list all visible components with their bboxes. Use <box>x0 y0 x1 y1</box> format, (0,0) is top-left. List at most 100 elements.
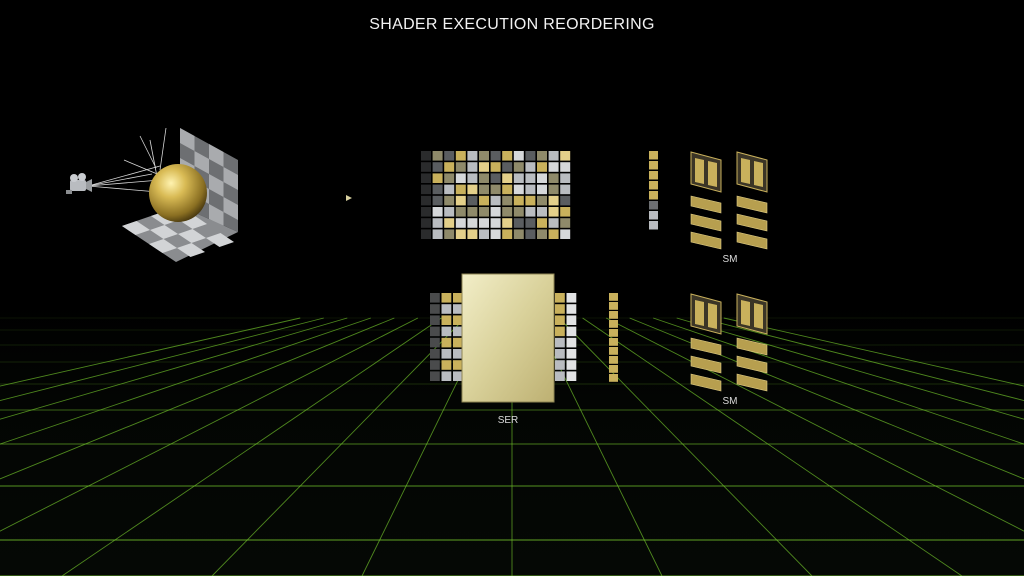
grid-line <box>653 317 1024 445</box>
thread-cell <box>455 218 466 228</box>
thread-cell <box>453 337 463 348</box>
thread-cell <box>609 347 618 355</box>
grid-line <box>582 317 963 576</box>
thread-cell <box>555 293 565 303</box>
thread-cell <box>421 207 431 217</box>
thread-cell <box>502 207 513 217</box>
sm-core <box>695 158 704 184</box>
thread-cell <box>441 360 452 370</box>
thread-cell <box>525 218 536 228</box>
thread-cell <box>479 151 489 161</box>
thread-cell <box>432 229 443 239</box>
thread-cell <box>467 229 478 239</box>
sphere-icon <box>149 164 207 222</box>
thread-cell <box>444 207 455 217</box>
thread-cell <box>555 360 565 370</box>
thread-cell <box>467 151 478 161</box>
thread-cell <box>560 207 571 217</box>
thread-cell <box>513 195 524 206</box>
sm-plate <box>690 355 722 374</box>
thread-cell <box>537 162 547 172</box>
thread-cell <box>555 349 565 359</box>
thread-cell <box>432 151 443 161</box>
thread-cell <box>432 173 443 183</box>
thread-cell <box>566 337 577 348</box>
floor-tile <box>149 239 177 253</box>
grid-line <box>0 317 419 532</box>
thread-cell <box>467 207 478 217</box>
thread-cell <box>479 229 489 239</box>
thread-cell <box>555 337 565 348</box>
grid-line <box>0 317 348 420</box>
sm-core <box>741 300 750 326</box>
wall-tile <box>223 197 238 220</box>
thread-cell <box>455 162 466 172</box>
thread-cell <box>513 184 524 195</box>
unordered-threads-grid <box>421 151 571 239</box>
thread-cell <box>479 184 489 195</box>
thread-cell <box>421 151 431 161</box>
thread-cell <box>560 184 571 195</box>
thread-cell <box>430 315 440 325</box>
thread-cell <box>490 162 501 172</box>
thread-cell <box>502 218 513 228</box>
thread-cell <box>430 349 440 359</box>
ser-block <box>461 273 555 403</box>
thread-cell <box>421 162 431 172</box>
thread-cell <box>421 229 431 239</box>
sm-core <box>754 161 763 187</box>
thread-cell <box>490 218 501 228</box>
sm-group-top <box>690 151 768 250</box>
thread-cell <box>455 173 466 183</box>
sm-plate <box>690 195 722 214</box>
sm-plate <box>690 373 722 392</box>
thread-cell <box>490 229 501 239</box>
thread-cell <box>649 151 658 160</box>
thread-cell <box>444 162 455 172</box>
thread-cell <box>430 360 440 370</box>
wall-tile <box>209 204 224 227</box>
thread-cell <box>566 293 577 303</box>
sm-core <box>754 303 763 329</box>
thread-cell <box>453 349 463 359</box>
sm-core <box>741 158 750 184</box>
thread-cell <box>455 207 466 217</box>
thread-cell <box>649 171 658 180</box>
thread-cell <box>548 184 559 195</box>
thread-cell <box>560 151 571 161</box>
slide-title: SHADER EXECUTION REORDERING <box>369 16 655 33</box>
thread-cell <box>455 229 466 239</box>
grid-line <box>0 317 395 480</box>
thread-cell <box>649 161 658 170</box>
thread-cell <box>555 315 565 325</box>
thread-cell <box>537 218 547 228</box>
thread-cell <box>513 151 524 161</box>
thread-cell <box>513 173 524 183</box>
thread-cell <box>430 337 440 348</box>
thread-cell <box>513 218 524 228</box>
thread-cell <box>441 293 452 303</box>
thread-cell <box>502 195 513 206</box>
thread-cell <box>566 371 577 381</box>
thread-cell <box>566 349 577 359</box>
bottom-thread-column <box>609 293 618 382</box>
sm-core <box>695 300 704 326</box>
wall-tile <box>194 151 209 174</box>
thread-cell <box>441 326 452 337</box>
scene-rays <box>87 127 167 193</box>
thread-cell <box>609 374 618 382</box>
thread-cell <box>421 218 431 228</box>
thread-cell <box>537 184 547 195</box>
ray-trace-scene <box>66 127 238 262</box>
thread-cell <box>453 326 463 337</box>
thread-cell <box>560 173 571 183</box>
sm-plate <box>736 373 768 392</box>
thread-cell <box>444 229 455 239</box>
thread-cell <box>430 293 440 303</box>
thread-cell <box>453 371 463 381</box>
thread-cell <box>566 304 577 314</box>
thread-cell <box>649 221 658 230</box>
thread-cell <box>421 195 431 206</box>
wall-tile <box>223 167 238 190</box>
